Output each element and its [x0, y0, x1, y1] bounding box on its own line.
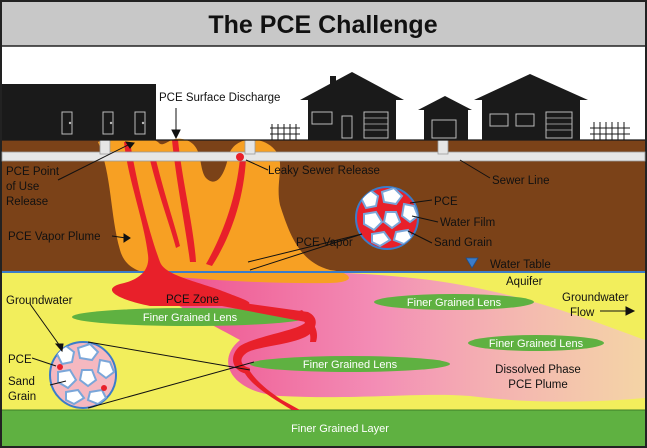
- label-pce-top: PCE: [434, 196, 458, 208]
- label-leaky-sewer: Leaky Sewer Release: [268, 165, 380, 177]
- label-groundwater-left: Groundwater: [6, 295, 73, 307]
- house-2: [418, 96, 472, 140]
- magnified-soil-pore: [355, 186, 419, 250]
- pce-dnapl: [111, 140, 318, 410]
- sewer-leak-point: [236, 153, 244, 161]
- water-table-marker: [465, 257, 479, 269]
- label-pce-zone: PCE Zone: [166, 294, 219, 306]
- label-pce-left: PCE: [8, 354, 32, 366]
- label-dissolved-1: Dissolved Phase: [495, 364, 581, 376]
- leader-lines: [29, 108, 636, 409]
- label-sand-left-2: Grain: [8, 391, 36, 403]
- label-finer-layer: Finer Grained Layer: [291, 423, 389, 435]
- label-point-of-use-2: of Use: [6, 181, 39, 193]
- label-vapor-plume: PCE Vapor Plume: [8, 231, 100, 243]
- vapor-plume: [98, 136, 349, 284]
- label-aquifer: Aquifer: [506, 276, 543, 288]
- finer-grained-layer: [2, 410, 645, 446]
- magnified-aquifer-pore: [49, 341, 117, 409]
- label-finer-lens-4: Finer Grained Lens: [303, 359, 398, 371]
- finer-lens-4: [250, 356, 450, 372]
- finer-lens-3: [468, 335, 604, 351]
- label-point-of-use-1: PCE Point: [6, 166, 60, 178]
- label-groundwater-flow-2: Flow: [570, 307, 595, 319]
- label-dissolved-2: PCE Plume: [508, 379, 567, 391]
- diagram-title: The PCE Challenge: [208, 11, 437, 39]
- buildings: [2, 72, 630, 140]
- finer-lens-2: [374, 294, 534, 310]
- label-finer-lens-3: Finer Grained Lens: [489, 338, 584, 350]
- sewer-line: [1, 151, 646, 162]
- label-sand-grain-top: Sand Grain: [434, 237, 492, 249]
- label-sand-left-1: Sand: [8, 376, 35, 388]
- label-sewer-line: Sewer Line: [492, 175, 550, 187]
- label-finer-lens-1: Finer Grained Lens: [143, 312, 238, 324]
- fences: [270, 122, 630, 140]
- house-3: [474, 74, 588, 140]
- factory-building: [2, 84, 156, 140]
- label-surface-discharge: PCE Surface Discharge: [159, 92, 280, 104]
- label-finer-lens-2: Finer Grained Lens: [407, 297, 502, 309]
- label-water-table: Water Table: [490, 259, 551, 271]
- label-groundwater-flow-1: Groundwater: [562, 292, 629, 304]
- finer-lens-1: [72, 308, 308, 326]
- house-1: [300, 72, 404, 140]
- title-bar: [2, 2, 645, 46]
- label-point-of-use-3: Release: [6, 196, 48, 208]
- label-pce-vapor: PCE Vapor: [296, 237, 353, 249]
- label-water-film: Water Film: [440, 217, 495, 229]
